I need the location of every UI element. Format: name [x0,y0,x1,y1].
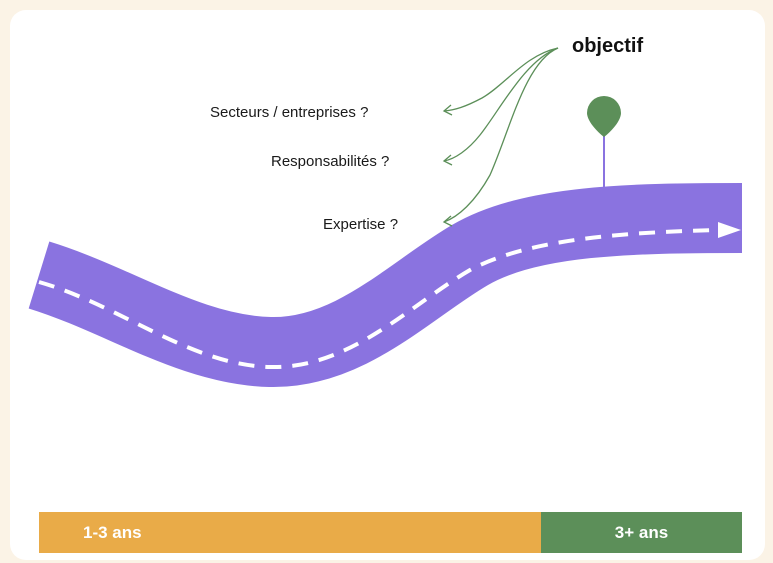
arrow-to-secteurs [443,47,559,112]
goal-label: objectif [572,35,644,57]
arrow-to-expertise [443,47,559,223]
timeline-segment-short-term: 1-3 ans [39,512,541,553]
arrow-to-responsabilites [443,47,559,162]
road-diagram [28,47,743,387]
timeline-bar: 1-3 ans 3+ ans [39,512,742,553]
question-responsabilites: Responsabilités ? [271,153,390,170]
road-center-line [38,228,723,370]
timeline-segment-long-term: 3+ ans [541,512,742,553]
question-secteurs: Secteurs / entreprises ? [210,104,369,121]
diagram-card: objectif Secteurs / entreprises ? Respon… [10,10,765,560]
goal-arrows [443,47,559,223]
question-expertise: Expertise ? [323,216,399,233]
timeline-label-short-term: 1-3 ans [83,522,142,542]
road [28,183,743,387]
arrow-heads [442,104,453,227]
arrow-right-icon [718,222,741,238]
location-pin-icon [587,96,621,210]
timeline-label-long-term: 3+ ans [614,522,669,542]
